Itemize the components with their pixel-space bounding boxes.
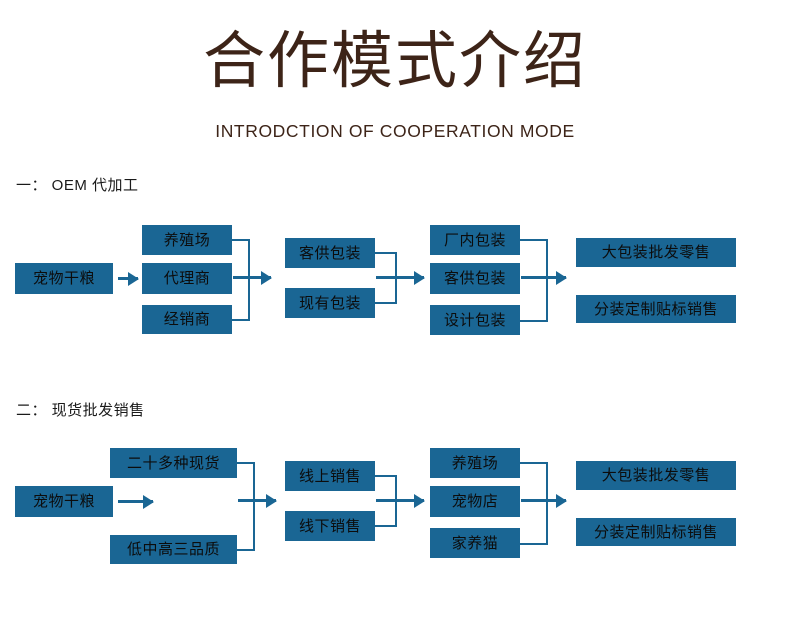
- section2-col4-box-2: 宠物店: [430, 486, 520, 517]
- section1-col2-box-2: 代理商: [142, 263, 232, 294]
- section1-col2-box-3: 经销商: [142, 305, 232, 334]
- section-1-label: 一： OEM 代加工: [16, 177, 139, 194]
- section1-col4-box-3: 设计包装: [430, 305, 520, 335]
- section2-col4-box-3: 家养猫: [430, 528, 520, 558]
- section1-col3-stub-top: [375, 252, 397, 254]
- section2-col2-box-1: 二十多种现货: [110, 448, 237, 478]
- section1-col2-box-1: 养殖场: [142, 225, 232, 255]
- section1-col4-box-2: 客供包装: [430, 263, 520, 294]
- page-title: 合作模式介绍: [202, 27, 587, 96]
- section2-col5-box-1: 大包装批发零售: [576, 461, 736, 490]
- section2-col4-bracket: [546, 462, 548, 545]
- section1-col5-box-2: 分装定制贴标销售: [576, 295, 736, 323]
- section2-col4-stub-bottom: [520, 543, 548, 545]
- section1-col3-box-1: 客供包装: [285, 238, 375, 268]
- section1-arrow-col3-to-col4: [376, 276, 424, 279]
- section2-col3-stub-bottom: [375, 525, 397, 527]
- section1-col4-box-1: 厂内包装: [430, 225, 520, 255]
- section2-col3-stub-top: [375, 475, 397, 477]
- section2-col2-box-2: 低中高三品质: [110, 535, 237, 564]
- section2-col4-stub-top: [520, 462, 548, 464]
- section1-arrow-source-to-col2: [118, 277, 138, 280]
- section2-col5-box-2: 分装定制贴标销售: [576, 518, 736, 546]
- page-subtitle: INTRODCTION OF COOPERATION MODE: [215, 121, 575, 141]
- section1-arrow-col4-to-col5: [521, 276, 566, 279]
- section2-arrow-col2-to-col3: [238, 499, 276, 502]
- section2-col2-stub-top: [237, 462, 255, 464]
- section1-col4-stub-top: [520, 239, 548, 241]
- section1-col3-box-2: 现有包装: [285, 288, 375, 318]
- section2-arrow-col3-to-col4: [376, 499, 424, 502]
- section1-arrow-col2-to-col3: [233, 276, 271, 279]
- section1-source-box: 宠物干粮: [15, 263, 113, 294]
- section2-col3-box-2: 线下销售: [285, 511, 375, 541]
- section2-col2-bracket: [253, 462, 255, 551]
- section2-source-box: 宠物干粮: [15, 486, 113, 517]
- section-2-label: 二： 现货批发销售: [16, 402, 145, 419]
- section2-col2-stub-bottom: [237, 549, 255, 551]
- section1-col2-stub-top: [232, 239, 250, 241]
- section1-col2-stub-bottom: [232, 319, 250, 321]
- section2-arrow-source-to-col2: [118, 500, 153, 503]
- section1-col4-bracket: [546, 239, 548, 322]
- section1-col2-bracket: [248, 239, 250, 321]
- section1-col3-stub-bottom: [375, 302, 397, 304]
- section1-col4-stub-bottom: [520, 320, 548, 322]
- section1-col5-box-1: 大包装批发零售: [576, 238, 736, 267]
- section2-col4-box-1: 养殖场: [430, 448, 520, 478]
- section2-col3-box-1: 线上销售: [285, 461, 375, 491]
- section2-arrow-col4-to-col5: [521, 499, 566, 502]
